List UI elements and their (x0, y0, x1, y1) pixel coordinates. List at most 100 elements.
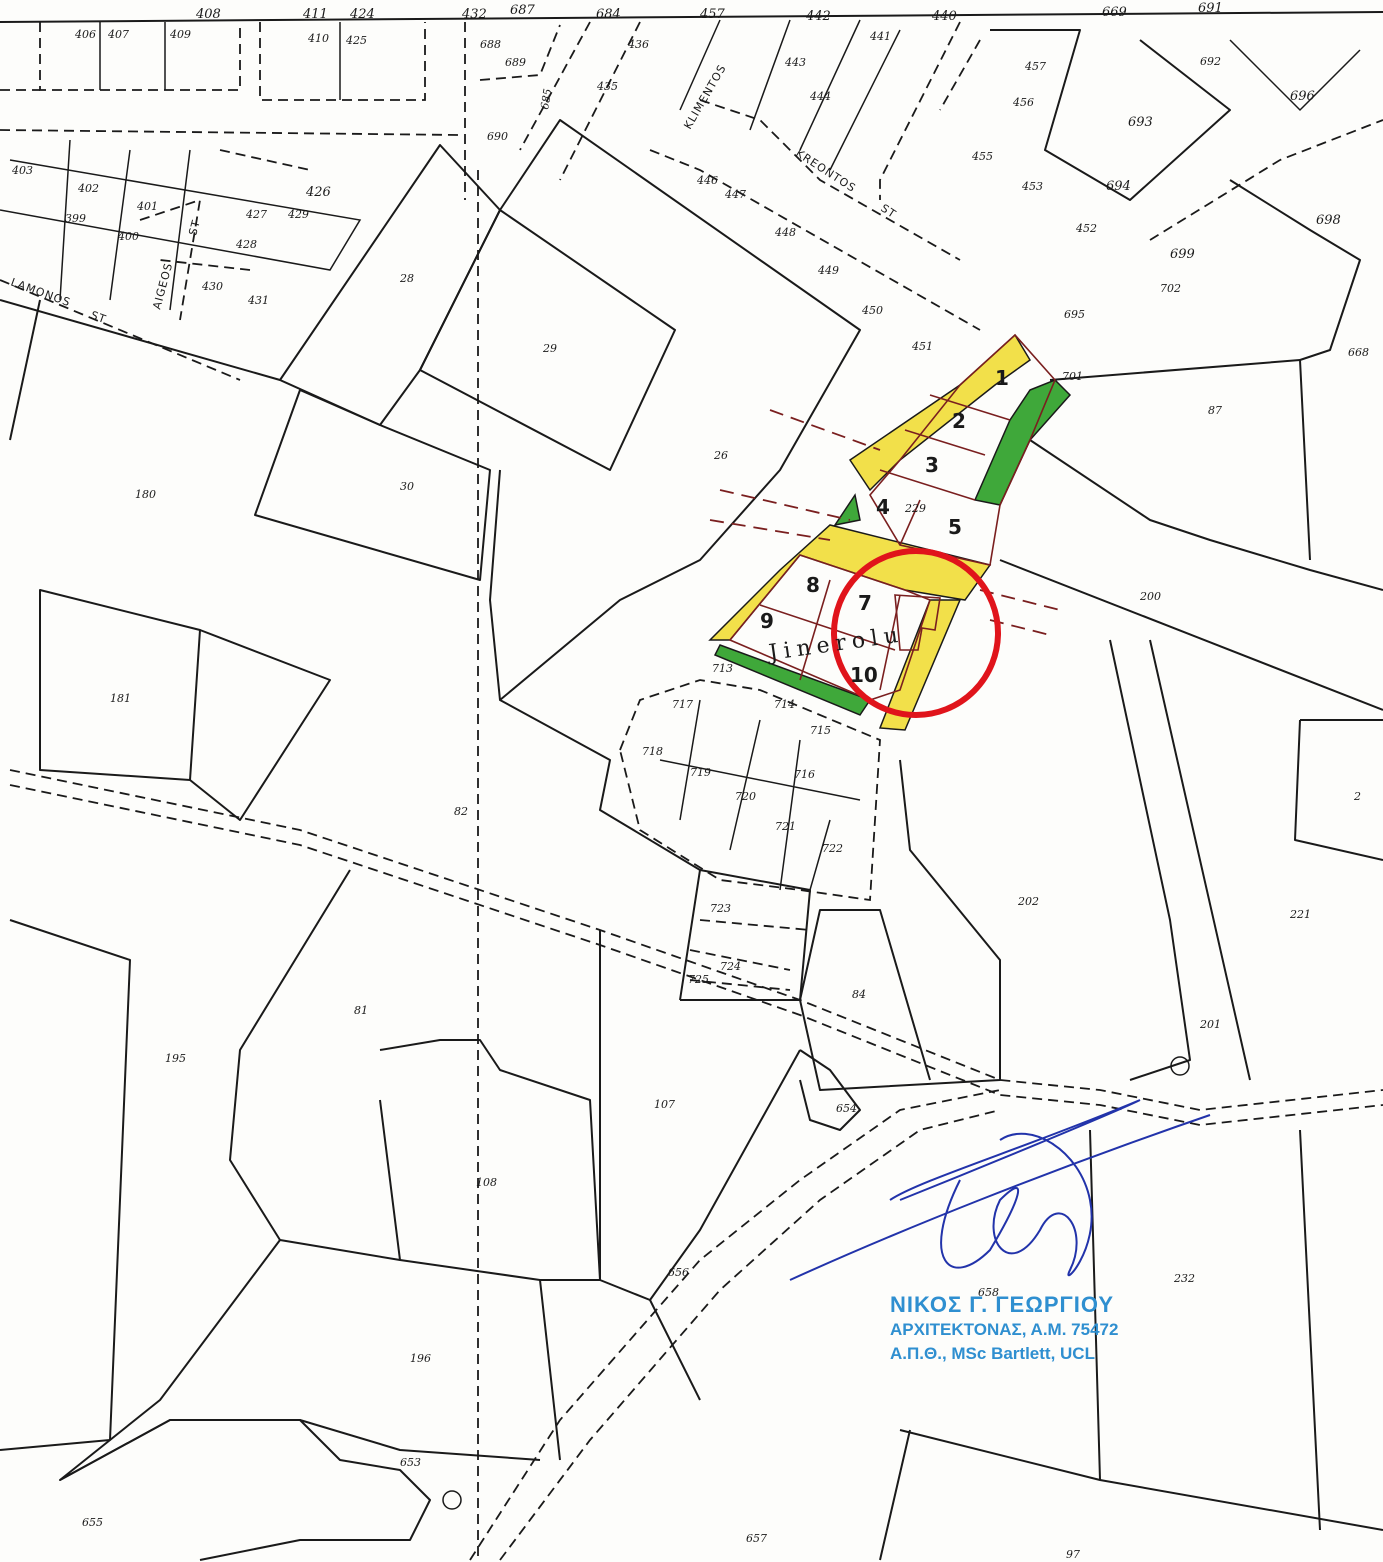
parcel-outline (990, 29, 1231, 201)
street-label: ST (89, 309, 108, 327)
parcel-outline (1029, 439, 1383, 591)
green-strip (973, 379, 1072, 506)
parcel-653 (59, 1419, 431, 1561)
parcel-outline (1109, 639, 1383, 1081)
green-strip (713, 644, 872, 716)
parcel-number: 411 (302, 7, 328, 22)
parcel-outline (680, 869, 811, 1001)
parcel-number: 713 (712, 662, 733, 675)
parcel-number: 657 (746, 1532, 767, 1545)
street-label: ST (878, 202, 898, 221)
parcel-number: 695 (1064, 308, 1085, 321)
parcel-number: 97 (1066, 1548, 1080, 1561)
parcel-number: 436 (627, 38, 649, 51)
parcel-108 (379, 1039, 601, 1281)
parcel-30 (254, 389, 491, 581)
parcel-number: 403 (11, 164, 33, 177)
parcel-number: 451 (911, 340, 933, 353)
parcel-84 (820, 909, 931, 1081)
long-road-edge (9, 784, 1383, 1126)
parcel-number: 684 (596, 7, 621, 22)
parcel-number: 202 (1017, 895, 1039, 908)
parcel-number: 702 (1160, 282, 1181, 295)
parcel-number: 719 (690, 766, 711, 779)
parcel-outline (0, 299, 281, 381)
parcel-number: 2 (1353, 790, 1361, 803)
parcel-number: 720 (735, 790, 756, 803)
parcel-number: 407 (107, 28, 129, 41)
parcel-number: 446 (696, 174, 718, 187)
cul-de-sac (619, 679, 881, 902)
parcel-number: 401 (136, 200, 158, 213)
parcel-number: 685 (538, 88, 554, 111)
parcel-outline (99, 22, 166, 90)
parcel-number: 425 (345, 34, 367, 47)
highlight-circle (831, 548, 1001, 718)
road-edge (464, 22, 561, 200)
parcel-number: 200 (1139, 590, 1161, 603)
parcel-number: 448 (774, 226, 796, 239)
parcel-number: 724 (720, 960, 741, 973)
street-label: KREONTOS (793, 147, 858, 196)
parcel-181 (39, 589, 201, 781)
parcel-number: 406 (74, 28, 96, 41)
parcel-number: 447 (724, 188, 746, 201)
plot-number: 9 (760, 609, 774, 633)
parcel-number: 693 (1128, 115, 1153, 130)
stamp-line: Α.Π.Θ., MSc Bartlett, UCL (890, 1344, 1095, 1363)
parcel-number: 229 (904, 502, 926, 515)
parcel-number: 221 (1289, 908, 1311, 921)
parcel-202 (799, 759, 1001, 1091)
parcel-196 (59, 1239, 541, 1481)
parcel-number: 201 (1199, 1018, 1221, 1031)
parcel-number: 687 (510, 3, 536, 18)
road-edge (0, 89, 461, 136)
parcel-number: 443 (784, 56, 806, 69)
street-label: ST (186, 218, 203, 237)
parcel-outline (879, 1129, 1321, 1561)
parcel-number: 722 (822, 842, 843, 855)
parcel-number: 181 (110, 692, 131, 705)
parcel-number: 668 (1348, 346, 1369, 359)
parcel-654 (799, 1049, 861, 1131)
parcel-outline (539, 1279, 701, 1461)
parcel-81 (229, 869, 401, 1261)
parcel-number: 442 (805, 9, 831, 24)
parcel-number: 430 (201, 280, 223, 293)
parcel-number: 655 (82, 1516, 103, 1529)
parcel-number: 429 (287, 208, 309, 221)
building-footprint (894, 594, 941, 651)
parcel-outline (899, 1429, 1383, 1531)
parcel-number: 402 (77, 182, 99, 195)
parcel-number: 718 (642, 745, 663, 758)
plot-number: 10 (850, 663, 878, 687)
subdivision-lines (879, 394, 1011, 546)
plot-number: 4 (876, 495, 890, 519)
parcel-number: 232 (1173, 1272, 1195, 1285)
parcel-number: 432 (461, 7, 487, 22)
parcel-number: 108 (476, 1176, 497, 1189)
parcel-number: 26 (713, 449, 728, 462)
road-area-yellow (878, 599, 962, 731)
parcel-number: 714 (774, 698, 795, 711)
stamp-line: ΑΡΧΙΤΕΚΤΟΝΑΣ, Α.Μ. 75472 (890, 1320, 1119, 1339)
stamp-name: ΝΙΚΟΣ Γ. ΓΕΩΡΓΙΟΥ (890, 1292, 1115, 1317)
parcel-outline (59, 139, 191, 311)
parcel-number: 441 (869, 30, 891, 43)
parcel-number: 717 (672, 698, 693, 711)
parcel-outline (39, 22, 241, 91)
well-symbol (1170, 1056, 1190, 1076)
parcel-number: 400 (117, 230, 139, 243)
parcel-number: 410 (307, 32, 329, 45)
parcel-number: 656 (668, 1266, 689, 1279)
parcel-number: 435 (596, 80, 618, 93)
road-edge (519, 21, 641, 181)
red-dashed-lines (709, 409, 1061, 636)
parcel-number: 699 (1170, 247, 1195, 262)
parcel-number: 84 (852, 988, 866, 1001)
signature (789, 1099, 1211, 1281)
parcel-number: 30 (400, 480, 414, 493)
lower-road-edge (469, 1089, 1001, 1561)
